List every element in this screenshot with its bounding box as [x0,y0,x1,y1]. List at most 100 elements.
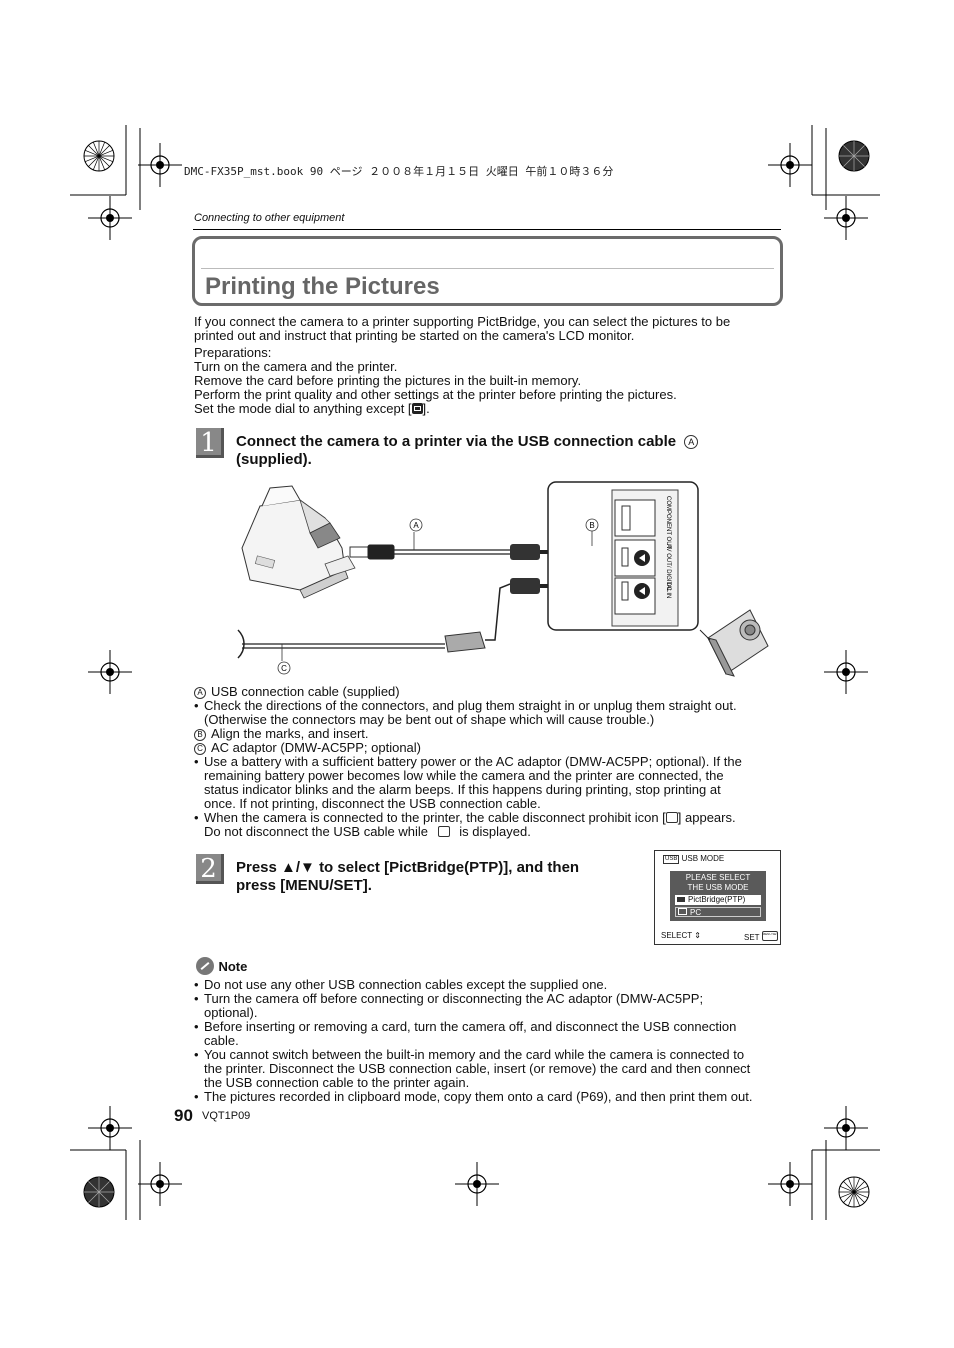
document-code: VQT1P09 [202,1110,251,1122]
label-b-text: B [589,521,594,530]
lcd-option-pc-label: PC [690,908,702,917]
port-component-out: COMPONENT OUT [665,496,671,550]
legend-c-bullet-2-line-1: When the camera is connected to the prin… [204,811,784,825]
legend-c-bullet-2-line-1-end: ] appears. [677,810,736,825]
note-item-4-line-1: You cannot switch between the built-in m… [204,1047,745,1062]
step-2-line-2: press [MENU/SET]. [236,877,372,894]
legend-b: B Align the marks, and insert. [194,727,784,741]
legend-b-text: Align the marks, and insert. [211,726,369,741]
lcd-set-label: SET [744,933,760,942]
note-header: Note [196,957,247,976]
label-a: A [409,518,423,532]
printer-icon [677,897,685,902]
usb-icon: USB [663,855,680,864]
legend-c-bullet-1: • Use a battery with a sufficient batter… [194,755,784,811]
note-item-5-text: The pictures recorded in clipboard mode,… [204,1089,753,1104]
label-a-text: A [413,521,419,530]
cable-disconnect-prohibit-icon [665,812,678,823]
port-dc-in: DC IN [665,582,671,598]
lcd-option-pc[interactable]: PC [675,907,761,917]
pc-icon [678,908,687,915]
label-b: B [585,518,599,546]
section-rule [193,229,781,230]
step-2-line-1: Press ▲/▼ to select [PictBridge(PTP)], a… [236,859,580,876]
note-item-1-text: Do not use any other USB connection cabl… [204,977,608,992]
label-c-text: C [281,664,287,673]
preparations-label: Preparations: [194,345,272,360]
legend-c-bullet-1-line-3: status indicator blinks and the alarm be… [204,782,721,797]
note-pencil-icon [196,957,214,975]
ac-adaptor [237,578,601,661]
lcd-screen: USB USB MODE PLEASE SELECT THE USB MODE … [654,850,781,945]
step-2-number: 2 [196,854,224,884]
cable-disconnect-prohibit-icon-2 [437,826,450,837]
lcd-option-pictbridge[interactable]: PictBridge(PTP) [675,895,761,905]
legend-c-bullet-1-line-2: remaining battery power becomes low whil… [204,768,724,783]
note-item-4-line-2: the printer. Disconnect the USB connecti… [204,1061,751,1076]
legend-c: C AC adaptor (DMW-AC5PP; optional) [194,741,784,755]
lcd-prompt-line-1: PLEASE SELECT [685,873,751,882]
section-label: Connecting to other equipment [194,212,345,224]
legend-c-bullet-1-line-4: once. If not printing, disconnect the US… [204,796,541,811]
port-av-out-digital: AV OUT/ DIGITAL [665,544,671,593]
print-header: DMC-FX35P_mst.book 90 ページ ２００８年１月１５日 火曜日… [184,165,614,178]
connection-diagram: COMPONENT OUT AV OUT/ DIGITAL DC IN A B … [237,481,769,677]
legend-a-text: USB connection cable (supplied) [211,684,400,699]
note-item-3-line-2: cable. [204,1033,239,1048]
label-c: C [277,661,291,675]
prep-item-1: Turn on the camera and the printer. [194,359,398,374]
page-number: 90 [174,1106,193,1125]
note-item-4-line-3: the USB connection cable to the printer … [204,1075,470,1090]
printer-illustration [241,485,356,599]
note-item-5: •The pictures recorded in clipboard mode… [194,1090,784,1104]
note-item-2-line-1: Turn the camera off before connecting or… [204,991,704,1006]
intro-line-2: printed out and instruct that printing b… [194,328,635,343]
legend-c-mark: C [194,743,206,755]
note-item-1: •Do not use any other USB connection cab… [194,978,784,992]
legend-c-bullet-2-line-2: Do not disconnect the USB cable while is… [204,825,784,839]
step-1-line-1: Connect the camera to a printer via the … [236,433,677,450]
prep-item-3: Perform the print quality and other sett… [194,387,677,402]
note-title: Note [218,959,248,974]
lcd-dialog: PLEASE SELECT THE USB MODE PictBridge(PT… [670,871,766,921]
legend-c-bullet-2-line-1-start: When the camera is connected to the prin… [204,810,666,825]
lcd-set-hint: SET MENU SET [744,931,778,942]
title-divider [201,268,774,269]
marker-a: A [684,435,699,449]
page-title: Printing the Pictures [205,273,440,300]
menu-set-icon: MENU SET [761,931,778,941]
up-down-arrow-icon: ⇕ [694,931,701,940]
legend-c-bullet-2-line-2-end: is displayed. [459,824,531,839]
camera-illustration [699,609,769,677]
lcd-option-pictbridge-label: PictBridge(PTP) [688,895,746,904]
title-box: Printing the Pictures [192,236,783,306]
lcd-mode-label: USB MODE [681,854,725,863]
legend-c-bullet-2-line-2-start: Do not disconnect the USB cable while [204,824,429,839]
legend-a-bullet-line-2: (Otherwise the connectors may be bent ou… [204,712,655,727]
legend-a-bullet: • Check the directions of the connectors… [194,699,784,727]
note-item-2: • Turn the camera off before connecting … [194,992,784,1020]
note-list: •Do not use any other USB connection cab… [194,978,784,1104]
lcd-prompt-line-2: THE USB MODE [687,883,749,892]
step-2-instruction: Press ▲/▼ to select [PictBridge(PTP)], a… [236,859,636,895]
lcd-select-label: SELECT [661,931,692,940]
lcd-prompt: PLEASE SELECT THE USB MODE [670,873,766,893]
step-1-line-2: (supplied). [236,451,312,468]
prep-item-4-start: Set the mode dial to anything except [ [194,401,412,416]
note-item-3-line-1: Before inserting or removing a card, tur… [204,1019,737,1034]
legend-c-text: AC adaptor (DMW-AC5PP; optional) [211,740,422,755]
intro-line-1: If you connect the camera to a printer s… [194,314,731,329]
prep-item-4: Set the mode dial to anything except []. [194,402,784,416]
intro-text: If you connect the camera to a printer s… [194,315,784,416]
prep-item-2: Remove the card before printing the pict… [194,373,582,388]
step-1-number: 1 [196,428,224,458]
camera-port-panel: COMPONENT OUT AV OUT/ DIGITAL DC IN [547,481,699,631]
legend-b-mark: B [194,729,206,741]
legend-a-bullet-line-1: Check the directions of the connectors, … [204,698,737,713]
legend-c-bullet-2: • When the camera is connected to the pr… [194,811,784,839]
legend-a-mark: A [194,687,206,699]
lcd-mode-title: USB USB MODE [663,854,724,864]
step-1-instruction: Connect the camera to a printer via the … [236,433,776,469]
legend-a: A USB connection cable (supplied) [194,685,784,699]
